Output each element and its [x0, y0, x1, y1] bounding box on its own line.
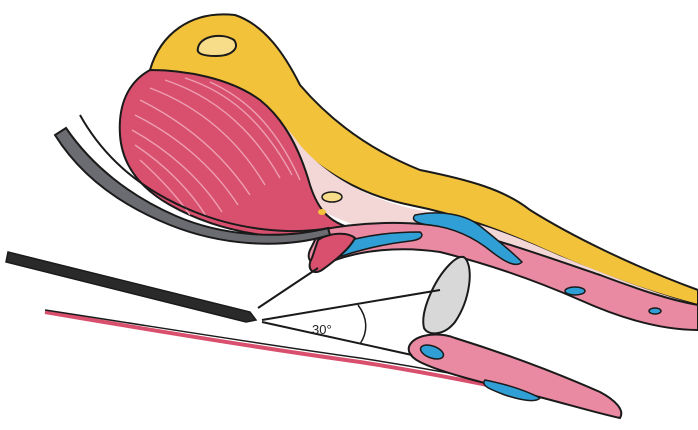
angle-line-middle — [262, 290, 440, 320]
top-fat-nodule — [198, 36, 236, 56]
angle-line-upper — [258, 268, 318, 308]
vessel-upper-4 — [649, 308, 661, 314]
fat-nodule-small — [318, 209, 326, 215]
angle-arc — [358, 305, 366, 344]
vessel-upper-3 — [565, 287, 585, 295]
lens — [423, 257, 469, 334]
fat-nodule-mid — [322, 192, 342, 202]
angle-label: 30° — [312, 322, 332, 337]
straight-probe — [6, 252, 256, 322]
